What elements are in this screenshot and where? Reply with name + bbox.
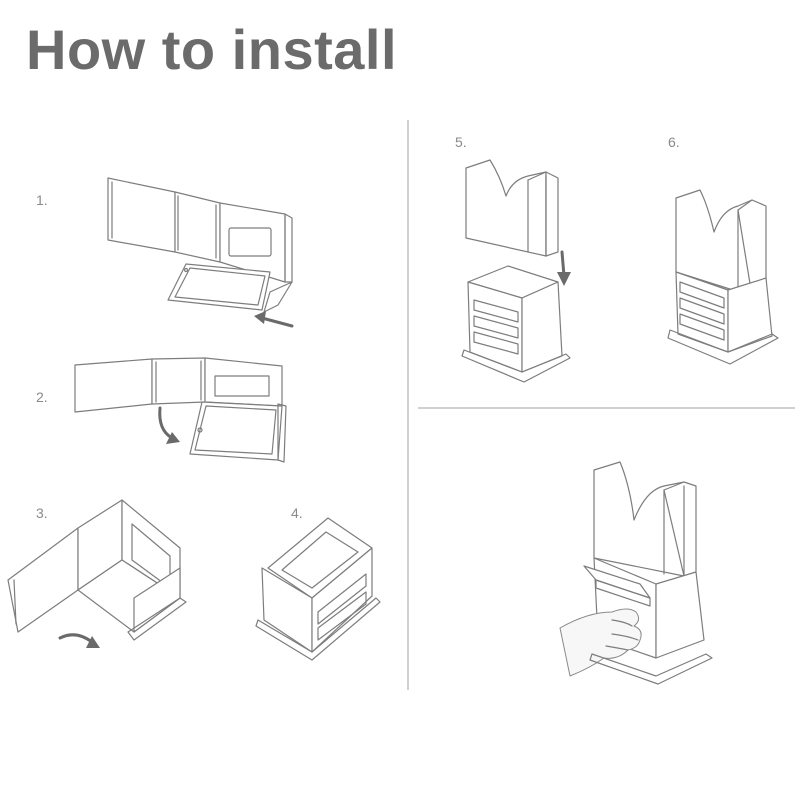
step-2-tablet xyxy=(189,401,283,461)
step-2-panel-right xyxy=(204,357,283,407)
step-2-illustration xyxy=(74,357,287,463)
final-upper-stand xyxy=(593,461,685,577)
step-2-arrow xyxy=(158,406,174,440)
step-5-illustration xyxy=(461,159,571,383)
page-title: How to install xyxy=(26,18,397,81)
step-4-label: 4. xyxy=(291,505,303,521)
step-3-label: 3. xyxy=(36,505,48,521)
step-5-slot-3 xyxy=(473,331,519,355)
step-1-arrow xyxy=(260,316,294,328)
final-lower-side xyxy=(655,571,705,659)
step-2-panel-mid xyxy=(151,357,206,405)
step-5-slot-2 xyxy=(473,315,519,339)
step-5-base xyxy=(461,349,571,383)
step-3-illustration xyxy=(7,499,187,648)
step-1-window xyxy=(228,227,272,257)
step-6-slot-1 xyxy=(679,281,725,309)
step-2-label: 2. xyxy=(36,389,48,405)
step-6-illustration xyxy=(667,189,779,365)
step-6-base xyxy=(667,329,779,365)
step-2-panel-left xyxy=(74,358,153,413)
step-1-panel-mid xyxy=(174,191,221,263)
final-base xyxy=(589,653,713,685)
step-1-label: 1. xyxy=(36,192,48,208)
step-5-upper-stand xyxy=(465,159,547,257)
step-6-label: 6. xyxy=(668,134,680,150)
step-6-slot-2 xyxy=(679,297,725,325)
step-4-illustration xyxy=(255,517,381,661)
step-3-flap xyxy=(7,527,79,633)
step-4-slot-2 xyxy=(317,591,367,641)
step-5-label: 5. xyxy=(455,134,467,150)
step-5-slot-1 xyxy=(473,299,519,323)
step-6-lower-side xyxy=(727,277,773,353)
step-2-window xyxy=(214,375,270,397)
step-4-slot-1 xyxy=(317,573,367,625)
step-4-base xyxy=(255,597,381,661)
step-6-upper-stand xyxy=(675,189,753,297)
step-3-arrow xyxy=(58,633,94,644)
step-1-illustration xyxy=(107,177,294,328)
step-4-right-face xyxy=(311,547,373,653)
step-6-slot-3 xyxy=(679,313,725,341)
hand-icon xyxy=(559,608,642,677)
final-step-illustration xyxy=(559,461,713,685)
step-1-panel-left xyxy=(107,177,176,253)
